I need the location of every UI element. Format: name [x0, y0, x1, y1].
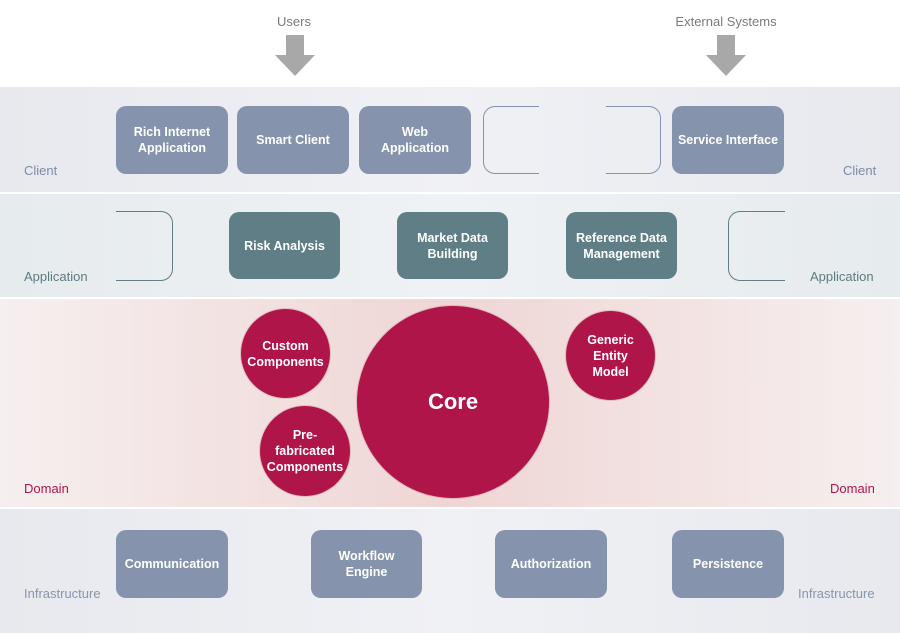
domain-layer-label-right: Domain [830, 481, 875, 496]
communication-box[interactable]: Communication [116, 530, 228, 598]
custom-components-circle[interactable]: Custom Components [241, 309, 330, 398]
rich-internet-application-box[interactable]: Rich Internet Application [116, 106, 228, 174]
persistence-box[interactable]: Persistence [672, 530, 784, 598]
external-systems-label: External Systems [675, 14, 777, 29]
client-layer-label-right: Client [843, 163, 877, 178]
application-layer-label-left: Application [24, 269, 88, 284]
application-placeholder-bracket-right [728, 211, 785, 281]
smart-client-box[interactable]: Smart Client [237, 106, 349, 174]
users-label: Users [277, 14, 311, 29]
application-layer-label-right: Application [810, 269, 874, 284]
workflow-engine-box[interactable]: Workflow Engine [311, 530, 422, 598]
authorization-box[interactable]: Authorization [495, 530, 607, 598]
infrastructure-layer-label-left: Infrastructure [24, 586, 101, 601]
service-interface-box[interactable]: Service Interface [672, 106, 784, 174]
application-placeholder-bracket-left [116, 211, 173, 281]
domain-layer-label-left: Domain [24, 481, 69, 496]
reference-data-management-box[interactable]: Reference Data Management [566, 212, 677, 279]
core-circle[interactable]: Core [357, 306, 549, 498]
client-placeholder-bracket-left [483, 106, 539, 174]
market-data-building-box[interactable]: Market Data Building [397, 212, 508, 279]
generic-entity-model-circle[interactable]: Generic Entity Model [566, 311, 655, 400]
risk-analysis-box[interactable]: Risk Analysis [229, 212, 340, 279]
users-arrow-icon [275, 35, 315, 76]
web-application-box[interactable]: Web Application [359, 106, 471, 174]
external-systems-arrow-icon [706, 35, 746, 76]
infrastructure-layer-label-right: Infrastructure [798, 586, 875, 601]
client-placeholder-bracket-right [606, 106, 661, 174]
prefabricated-components-circle[interactable]: Pre- fabricated Components [260, 406, 350, 496]
client-layer-label-left: Client [24, 163, 58, 178]
